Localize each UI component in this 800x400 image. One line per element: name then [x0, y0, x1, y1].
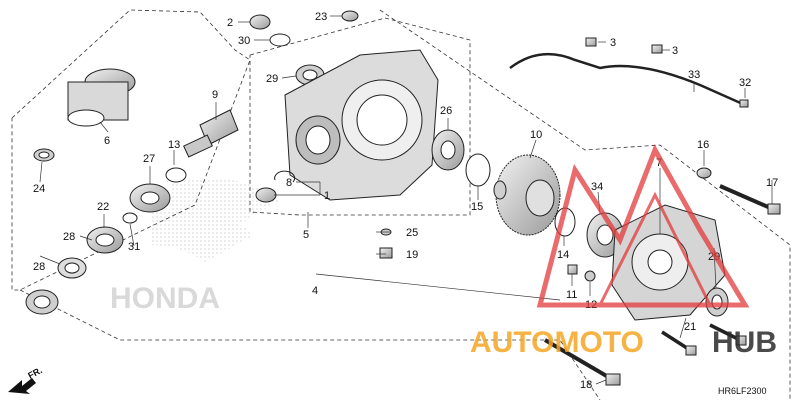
part-26-bearing — [431, 129, 465, 171]
part-1-ring — [255, 187, 277, 203]
callout-labels: 2 23 30 3 3 33 32 29 9 6 26 13 10 27 16 … — [33, 11, 778, 391]
part-11-bolt — [567, 264, 578, 275]
part-21-bolt — [661, 330, 697, 356]
front-arrow-label: FR. — [26, 365, 43, 381]
part-3-clip — [651, 44, 663, 54]
watermark-triangle-icon — [536, 144, 750, 308]
honda-logo-text: HONDA — [110, 282, 220, 315]
drawing-code: HR6LF2300 — [718, 386, 767, 396]
part-30-o-ring — [269, 33, 291, 47]
callout-18: 18 — [580, 379, 592, 391]
assembly-boundary-bottom — [19, 289, 601, 400]
part-23-bolt — [341, 10, 359, 22]
callout-6: 6 — [104, 135, 110, 147]
callout-5: 5 — [303, 229, 309, 241]
callout-29: 29 — [266, 73, 278, 85]
automotohub-watermark: AUTOMOTO HUB — [470, 144, 777, 359]
part-28-shim — [57, 257, 87, 279]
part-28-oil-seal — [25, 289, 59, 315]
watermark-text-automoto: AUTOMOTO — [470, 326, 644, 359]
callout-24: 24 — [33, 183, 45, 195]
callout-2: 2 — [227, 17, 233, 29]
part-10-ring-gear — [493, 154, 561, 236]
callout-13: 13 — [168, 139, 180, 151]
callout-19: 19 — [406, 249, 418, 261]
assembly-boundary-center — [249, 17, 471, 216]
callout-14: 14 — [557, 249, 569, 261]
watermark-text-hub: HUB — [712, 326, 777, 359]
part-33-breather-tube — [509, 52, 746, 107]
part-8-ring — [274, 170, 296, 183]
part-3-clip — [585, 37, 597, 47]
part-17-bolt — [719, 184, 781, 215]
callout-3b: 3 — [672, 45, 678, 57]
honda-wing-logo: HONDA — [110, 177, 280, 315]
callout-31: 31 — [128, 241, 140, 253]
callout-15: 15 — [471, 201, 483, 213]
callout-26: 26 — [440, 105, 452, 117]
part-27-bearing — [129, 183, 171, 213]
part-13-ring — [165, 167, 187, 183]
part-22-bearing — [86, 226, 124, 254]
part-16-collar — [696, 167, 712, 179]
callout-32: 32 — [739, 77, 751, 89]
callout-33: 33 — [688, 69, 700, 81]
assembly-boundary-right — [379, 9, 791, 400]
part-24-oil-seal — [33, 148, 55, 162]
assembly-boundary-left — [11, 9, 251, 291]
callout-16: 16 — [697, 139, 709, 151]
callout-27: 27 — [143, 153, 155, 165]
part-7-gear-case-cover — [611, 204, 726, 321]
callout-28-lower: 28 — [33, 261, 45, 273]
callout-25: 25 — [406, 227, 418, 239]
callout-22: 22 — [97, 201, 109, 213]
front-direction-arrow: FR. — [8, 365, 44, 394]
part-9-pinion-gear — [183, 109, 239, 158]
callout-17: 17 — [766, 177, 778, 189]
part-19-drain-bolt — [379, 247, 393, 259]
part-32-clamp — [739, 99, 749, 108]
callout-1: 1 — [324, 190, 330, 202]
callout-8: 8 — [286, 177, 292, 189]
callout-11: 11 — [566, 289, 577, 301]
callout-3: 3 — [610, 37, 616, 49]
callout-7: 7 — [656, 157, 662, 169]
part-6-flange-hub — [67, 68, 136, 127]
part-18-long-bolt — [543, 338, 621, 386]
callout-10: 10 — [530, 129, 542, 141]
part-5-gear-case — [284, 49, 439, 201]
callout-9: 9 — [212, 89, 218, 101]
part-15-ring — [465, 153, 491, 187]
part-2-cap — [249, 14, 271, 30]
part-31-circlip — [122, 212, 138, 224]
callout-30: 30 — [238, 35, 250, 47]
part-bolt-right — [709, 323, 747, 346]
part-12-washer — [584, 270, 596, 282]
callout-28-upper: 28 — [63, 231, 75, 243]
part-29-oil-seal-right — [705, 287, 729, 317]
callout-21: 21 — [684, 321, 696, 333]
callout-23: 23 — [315, 11, 327, 23]
callout-34: 34 — [591, 181, 603, 193]
callout-4: 4 — [312, 285, 318, 297]
